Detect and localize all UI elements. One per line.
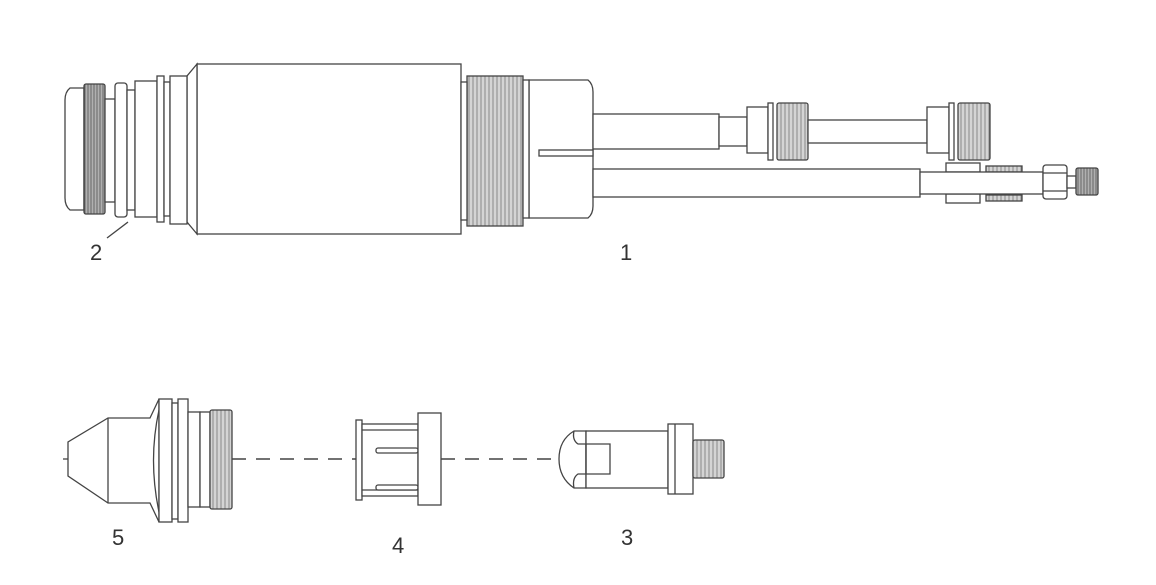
callout-4: 4 — [392, 533, 404, 558]
body-thread — [466, 75, 524, 227]
diagram-shape — [375, 447, 419, 454]
diagram-shape — [919, 171, 1044, 195]
diagram-shape — [199, 411, 211, 508]
diagram-shape — [767, 102, 774, 161]
diagram-shape — [926, 106, 950, 154]
callout-2: 2 — [90, 240, 102, 265]
diagram-shape — [948, 102, 955, 161]
lower-tube — [592, 168, 921, 198]
diagram-shape — [667, 423, 694, 495]
rear-collar — [528, 79, 594, 219]
diagram-shape — [718, 116, 748, 147]
threaded-end — [1075, 167, 1099, 196]
diagram-shape — [522, 79, 530, 219]
callout-3: 3 — [621, 525, 633, 550]
front-cap — [64, 87, 85, 211]
body-taper — [186, 62, 198, 236]
electrode-thread — [692, 439, 725, 479]
diagram-shape — [104, 98, 116, 203]
diagram-shape — [187, 411, 201, 508]
diagram-shape — [945, 193, 981, 204]
diagram-shape — [807, 119, 928, 144]
diagram-shape — [375, 484, 419, 491]
main-cylinder — [196, 63, 462, 235]
diagram-shape — [171, 402, 179, 520]
collar-slot — [538, 149, 594, 157]
part-4-swirl-ring — [355, 412, 442, 506]
diagram-shape — [1066, 175, 1077, 189]
diagram-shape — [163, 81, 171, 217]
part-3-electrode — [558, 423, 725, 495]
diagram-shape — [134, 80, 158, 218]
diagram-shape — [361, 423, 419, 497]
diagram-shape — [572, 430, 611, 489]
diagram-shape — [158, 398, 173, 523]
front-thread — [83, 83, 106, 215]
diagram-shape — [460, 81, 468, 221]
diagram-shape — [156, 75, 165, 223]
upper-knurled-nut-2 — [957, 102, 991, 161]
part-2-front-rings — [64, 75, 188, 239]
diagram-shape — [126, 89, 136, 211]
diagram-shape — [169, 75, 188, 225]
hex-nut — [1042, 164, 1068, 200]
upper-fitting — [746, 106, 769, 154]
diagram-shape — [152, 409, 160, 513]
upper-knurled-nut — [776, 102, 809, 161]
part-5-nozzle — [63, 398, 233, 523]
leader-line-2 — [106, 221, 129, 239]
nozzle-cone — [67, 398, 160, 523]
diagram-shape — [585, 430, 669, 489]
nozzle-thread — [209, 409, 233, 510]
diagram-shape — [417, 412, 442, 506]
callout-5: 5 — [112, 525, 124, 550]
part-1-torch-body — [186, 62, 1099, 236]
callout-1: 1 — [620, 240, 632, 265]
diagram-shape — [945, 162, 981, 173]
upper-tube — [592, 113, 720, 150]
diagram-shape — [985, 165, 1023, 173]
diagram-shape — [355, 419, 363, 501]
electrode-dome — [558, 430, 587, 489]
diagram-shape — [177, 398, 189, 523]
diagram-shape — [985, 194, 1023, 202]
diagram-shape — [114, 82, 128, 218]
